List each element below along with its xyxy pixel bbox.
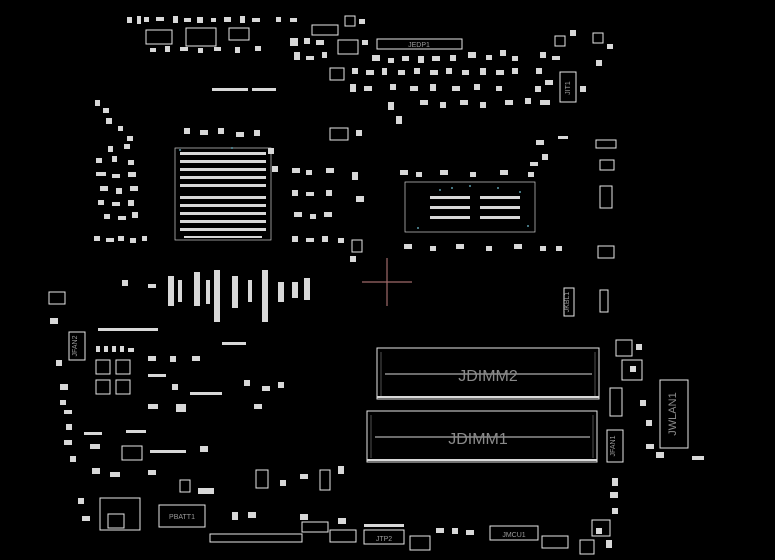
connector-jedp1-label: JEDP1: [408, 42, 430, 49]
left-column-components: [94, 100, 147, 243]
cursor-crosshair: [362, 258, 412, 306]
right-side-components: [609, 339, 704, 514]
connector-jfan1[interactable]: JFAN1: [606, 429, 624, 463]
connector-jedp1[interactable]: JEDP1: [376, 38, 463, 50]
dimm-slot-jdimm1[interactable]: JDIMM1: [366, 410, 598, 463]
connector-jit1-label: JIT1: [565, 81, 572, 95]
top-left-components: [127, 16, 297, 53]
battery-pbatt1[interactable]: PBATT1: [158, 504, 206, 528]
connector-jmcu1-label: JMCU1: [502, 532, 525, 539]
cpu-region: [174, 88, 278, 241]
battery-pbatt1-label: PBATT1: [169, 514, 195, 521]
dimm-slot-jdimm1-label: JDIMM1: [448, 431, 508, 448]
connector-jfan2[interactable]: JFAN2: [68, 331, 86, 361]
dimm-slot-jdimm2[interactable]: JDIMM2: [376, 347, 600, 400]
bottom-strip-components: [364, 519, 612, 555]
lower-left-components: [48, 291, 357, 543]
connector-jtp2-label: JTP2: [376, 536, 392, 543]
connector-jmcu1[interactable]: JMCU1: [489, 525, 539, 541]
connector-jwlan1[interactable]: JWLAN1: [659, 379, 689, 449]
connector-jwlan1-label: JWLAN1: [667, 392, 679, 435]
middle-passives: [292, 127, 364, 262]
middle-strip-components: [122, 270, 609, 322]
pch-region: [179, 136, 617, 259]
connector-jkbl-label: JKBL1: [564, 292, 571, 313]
dimm-slot-jdimm2-label: JDIMM2: [458, 368, 518, 385]
connector-jfan2-label: JFAN2: [72, 335, 79, 356]
top-center-components: [290, 15, 550, 124]
connector-jtp2[interactable]: JTP2: [363, 529, 405, 545]
connector-jfan1-label: JFAN1: [610, 435, 617, 456]
connector-jit1[interactable]: JIT1: [559, 71, 577, 103]
connector-jkbl[interactable]: JKBL1: [564, 292, 571, 313]
top-right-components: [535, 30, 613, 92]
